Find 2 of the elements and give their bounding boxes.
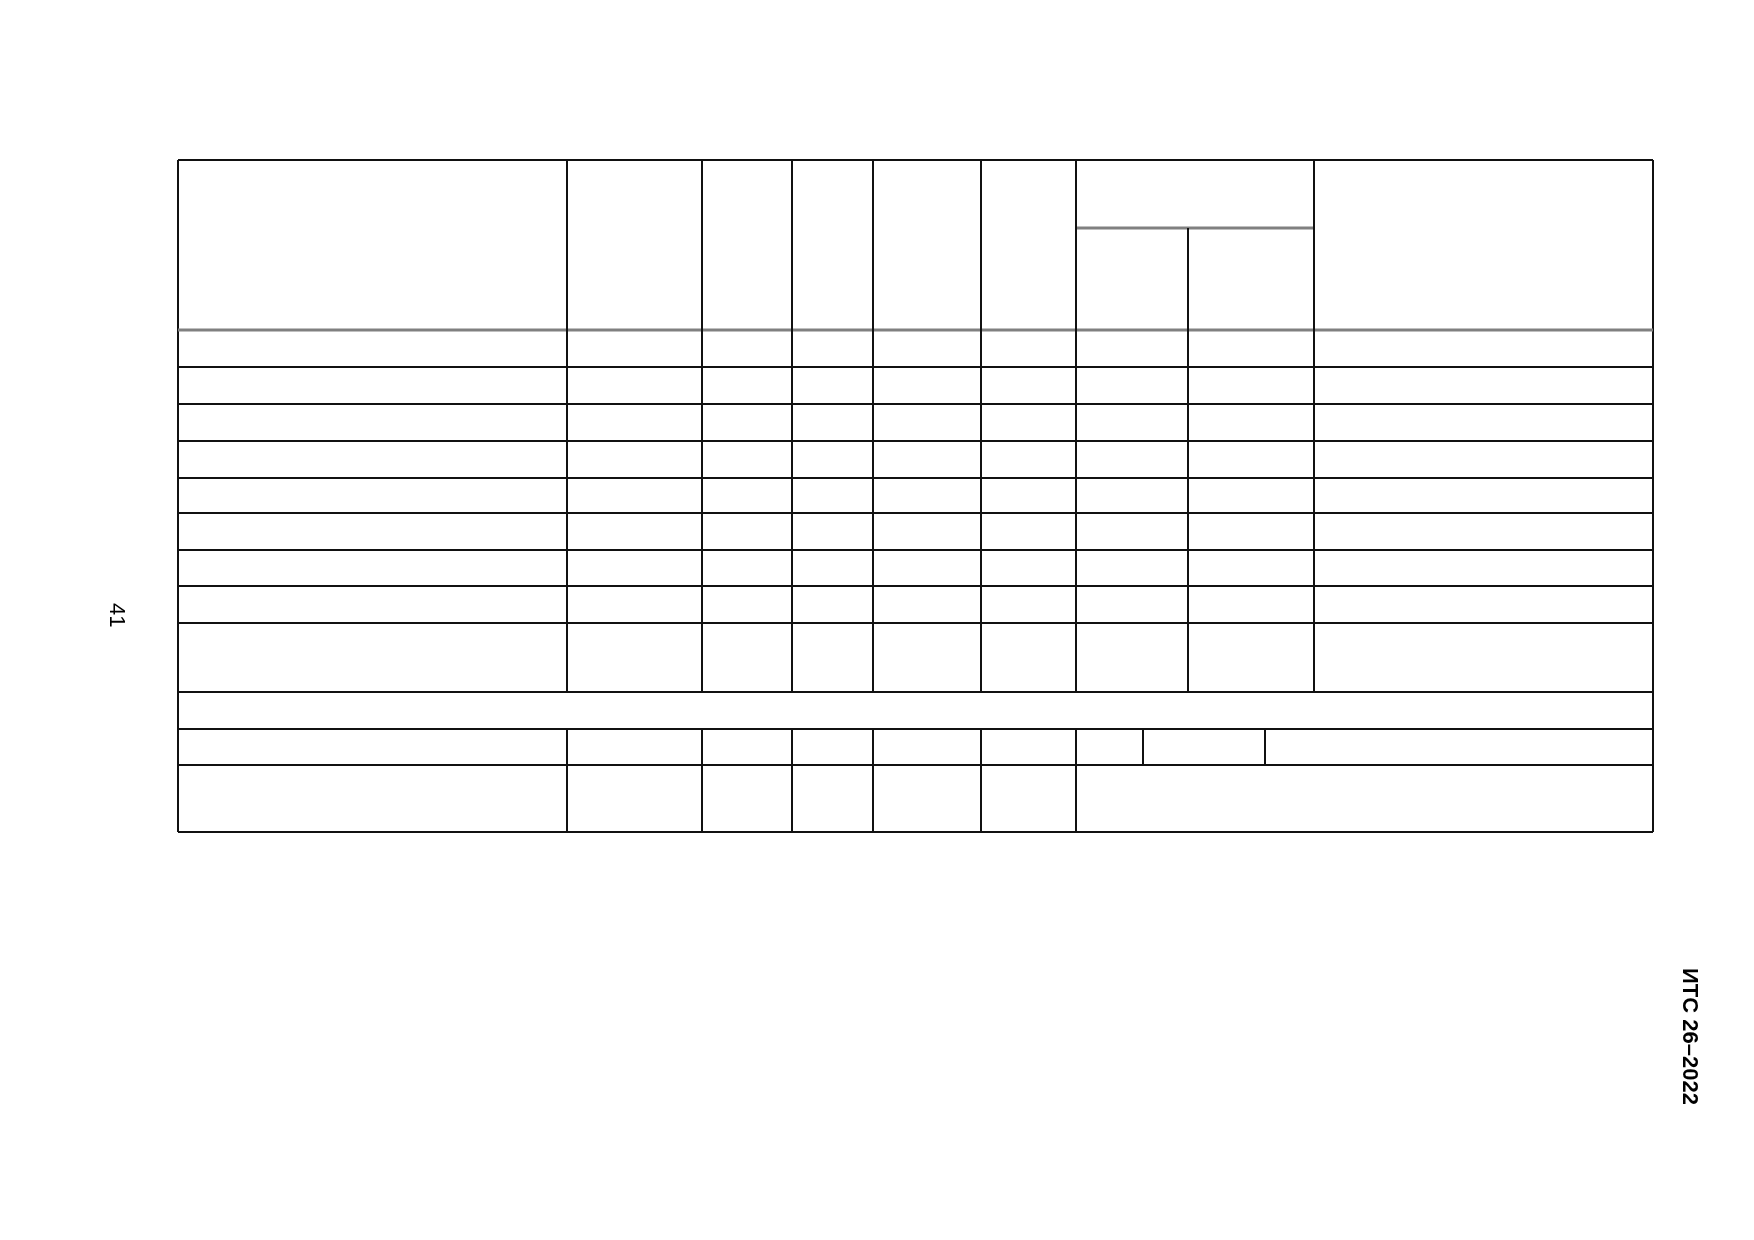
document-code: ИТС 26–2022 (1679, 968, 1701, 1105)
page-number: 41 (106, 603, 128, 628)
